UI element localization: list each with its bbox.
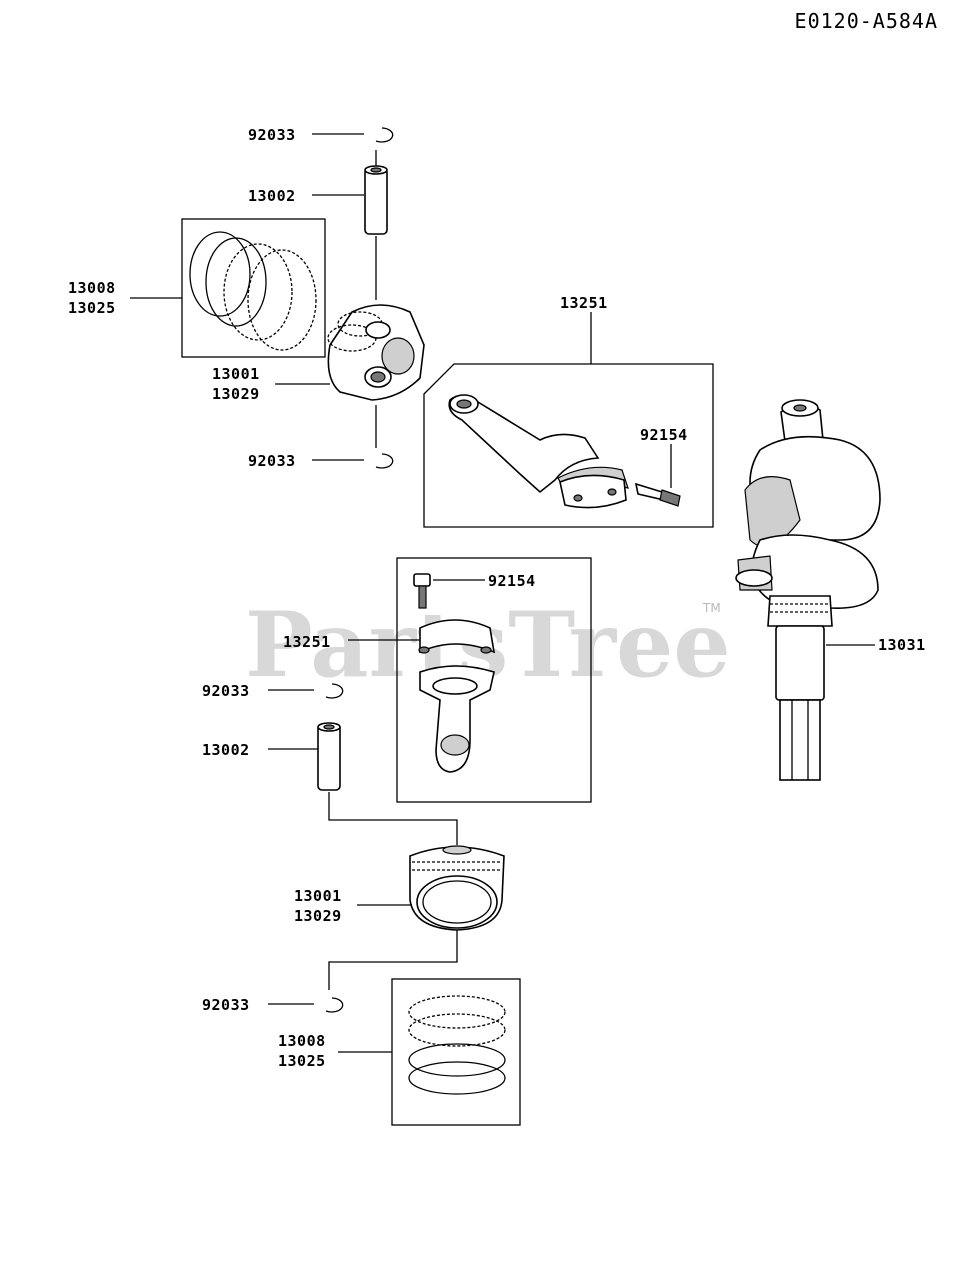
piston-ring-set-bottom[interactable] [338, 978, 521, 1126]
label-ring-bottom-b[interactable]: 13025 [278, 1052, 326, 1070]
label-ring-top-a[interactable]: 13008 [68, 279, 116, 297]
label-crankshaft[interactable]: 13031 [878, 636, 926, 654]
label-piston-top-b[interactable]: 13029 [212, 385, 260, 403]
piston-pin-mid[interactable] [268, 722, 458, 845]
label-piston-bottom-a[interactable]: 13001 [294, 887, 342, 905]
bolt-top[interactable] [634, 444, 681, 507]
label-circlip-bottom[interactable]: 92033 [202, 996, 250, 1014]
label-ring-bottom-a[interactable]: 13008 [278, 1032, 326, 1050]
circlip-top-1[interactable] [312, 127, 394, 143]
label-circlip-top-2[interactable]: 92033 [248, 452, 296, 470]
label-circlip-top-1[interactable]: 92033 [248, 126, 296, 144]
watermark-trademark: TM [702, 601, 721, 615]
diagram-code: E0120-A584A [795, 9, 938, 33]
piston-pin-top[interactable] [312, 150, 388, 300]
piston-bottom[interactable] [328, 845, 505, 990]
piston-ring-set-top[interactable] [130, 218, 326, 358]
label-rod-mid[interactable]: 13251 [283, 633, 331, 651]
piston-top[interactable] [275, 304, 425, 448]
label-circlip-mid-1[interactable]: 92033 [202, 682, 250, 700]
label-pin-top[interactable]: 13002 [248, 187, 296, 205]
label-ring-top-b[interactable]: 13025 [68, 299, 116, 317]
bolt-mid[interactable] [413, 573, 485, 609]
circlip-mid-1[interactable] [268, 683, 344, 699]
connecting-rod-top[interactable] [423, 312, 714, 528]
label-bolt-mid[interactable]: 92154 [488, 572, 536, 590]
label-piston-bottom-b[interactable]: 13029 [294, 907, 342, 925]
circlip-top-2[interactable] [312, 453, 394, 469]
label-bolt-top[interactable]: 92154 [640, 426, 688, 444]
crankshaft[interactable] [735, 399, 881, 781]
label-rod-top[interactable]: 13251 [560, 294, 608, 312]
connecting-rod-mid[interactable] [348, 557, 592, 803]
label-piston-top-a[interactable]: 13001 [212, 365, 260, 383]
circlip-bottom[interactable] [268, 997, 344, 1013]
label-pin-mid[interactable]: 13002 [202, 741, 250, 759]
